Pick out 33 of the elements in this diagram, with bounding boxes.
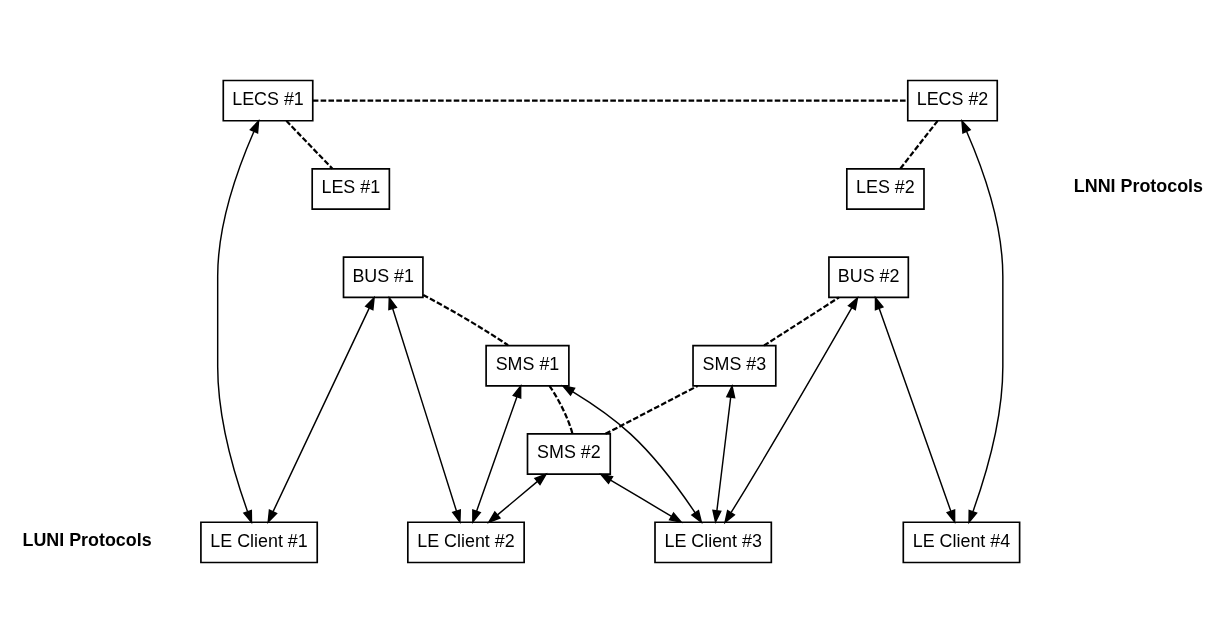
node-box: LECS #1 [222,79,314,122]
connector [422,294,509,347]
arrow [874,295,956,524]
connector [899,120,939,170]
node-box: LE Client #2 [407,521,525,564]
label: LNNI Protocols [1073,176,1203,197]
arrow [712,383,736,525]
arrow [472,384,522,524]
node-box: BUS #2 [828,256,910,299]
node-box: LECS #2 [906,79,999,122]
arrow [388,295,462,524]
node-box: LES #1 [311,168,391,210]
arrow [216,119,260,525]
connector [285,120,334,170]
node-box: SMS #3 [692,344,777,387]
node-box: LE Client #3 [654,521,773,564]
connector [548,385,574,435]
arrow [599,473,684,524]
node-box: LE Client #4 [902,521,1021,564]
arrow [487,472,548,524]
connector [312,99,908,102]
arrow [267,295,376,524]
connector [763,296,840,347]
arrow [961,119,1004,525]
node-box: LE Client #1 [200,521,319,564]
arrow [561,384,703,525]
node-box: SMS #1 [485,344,570,387]
node-box: BUS #1 [342,256,424,299]
node-box: SMS #2 [526,433,612,475]
label: LUNI Protocols [22,529,152,550]
arrow [723,296,859,525]
node-box: LES #2 [846,168,925,210]
connector [605,384,699,435]
